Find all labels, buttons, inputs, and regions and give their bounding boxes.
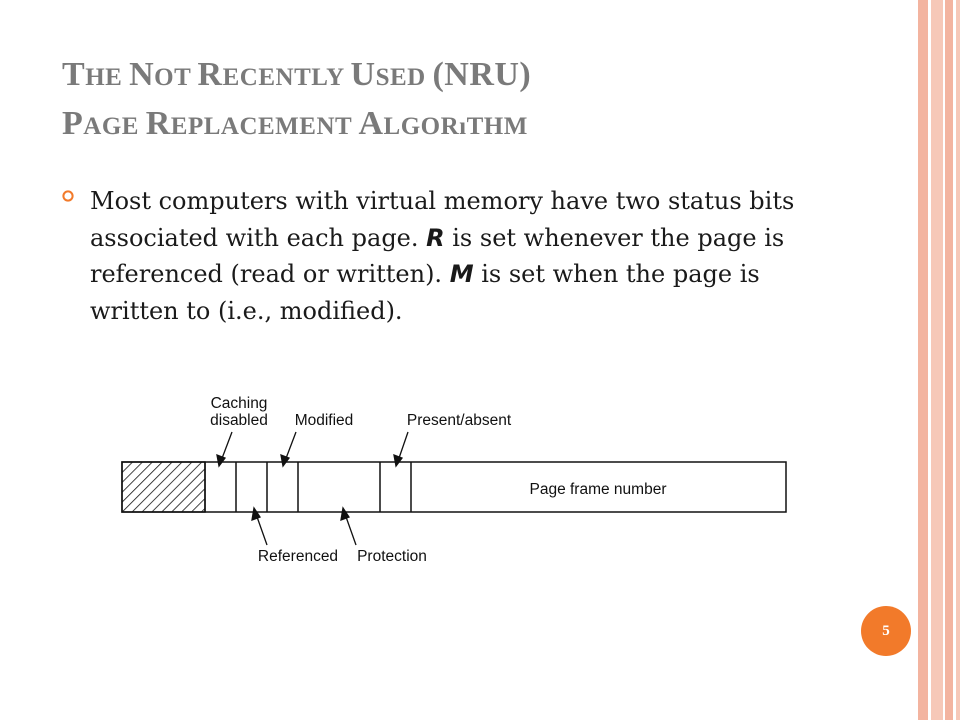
title-line-2: PAGE REPLACEMENT ALGORıTHM bbox=[62, 105, 528, 142]
title-line-1: THE NOT RECENTLY USED (NRU) bbox=[62, 56, 532, 93]
caching-disabled-label-2: disabled bbox=[210, 412, 268, 429]
m-bit-label: M bbox=[449, 260, 474, 288]
entry-outline bbox=[121, 461, 787, 513]
modified-arrow bbox=[284, 431, 297, 462]
circle-bullet-icon bbox=[62, 190, 74, 202]
caching-label: Caching bbox=[211, 395, 268, 412]
referenced-arrow bbox=[255, 513, 268, 546]
entry-bar bbox=[121, 461, 787, 513]
arrowhead bbox=[280, 453, 291, 468]
slide-title: THE NOT RECENTLY USED (NRU) PAGE REPLACE… bbox=[62, 52, 902, 150]
hatched-unused-field bbox=[121, 461, 206, 513]
present-absent-label: Present/absent bbox=[407, 412, 512, 429]
arrowhead bbox=[340, 506, 350, 522]
caching-arrow bbox=[220, 431, 233, 462]
protection-arrow bbox=[344, 513, 357, 546]
r-bit-label: R bbox=[426, 223, 445, 252]
page-number-badge: 5 bbox=[861, 606, 911, 656]
arrowhead bbox=[216, 453, 227, 468]
referenced-label: Referenced bbox=[258, 548, 338, 565]
decorative-stripes bbox=[918, 0, 960, 720]
arrowhead bbox=[251, 506, 261, 522]
pointer-arrows bbox=[216, 431, 409, 546]
protection-label: Protection bbox=[357, 548, 427, 565]
modified-label: Modified bbox=[295, 412, 354, 429]
page-frame-number-label: Page frame number bbox=[530, 481, 667, 498]
present-arrow bbox=[397, 431, 409, 462]
arrowhead bbox=[393, 453, 404, 468]
bullet-text: Most computers with virtual memory have … bbox=[90, 187, 795, 325]
